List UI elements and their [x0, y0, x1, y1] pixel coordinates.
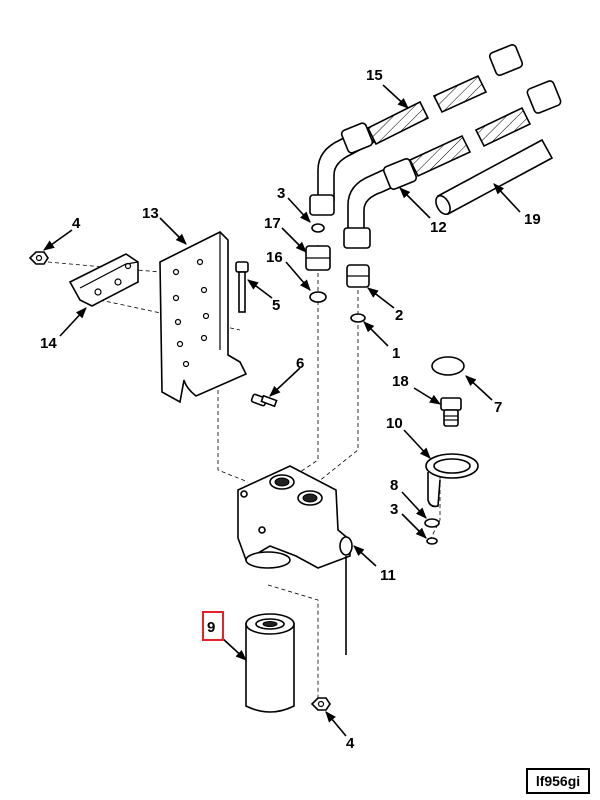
orings-8-3-part [424, 518, 440, 545]
callout-10: 10 [386, 415, 403, 432]
callout-2: 2 [395, 307, 403, 324]
callout-5: 5 [272, 297, 280, 314]
callout-11: 11 [380, 567, 396, 584]
assembly-centerlines [47, 245, 441, 700]
callout-17: 17 [264, 215, 281, 232]
bracket-13-part [159, 231, 248, 404]
bolt-5-part [235, 261, 249, 313]
callout-9-highlight-box [202, 611, 224, 641]
adapter-10-part [425, 453, 479, 508]
callout-labels: 15 3 17 4 13 16 5 2 14 1 12 19 6 18 7 10… [40, 67, 541, 752]
callout-14: 14 [40, 335, 57, 352]
bracket-14-part [68, 253, 139, 307]
fitting-18-part [440, 397, 462, 427]
drawing-code-label: lf956gi [526, 768, 590, 794]
nut-4-top-part [28, 251, 49, 265]
callout-8: 8 [390, 477, 398, 494]
hose-12-part [343, 80, 562, 249]
callout-6: 6 [296, 355, 304, 372]
filter-head-11-part [237, 465, 353, 655]
filter-element-9-part [245, 613, 295, 713]
callout-leaders [43, 84, 521, 737]
callout-3-bottom: 3 [390, 501, 398, 518]
oring-7-part [431, 356, 465, 376]
bolt-6-part [250, 393, 278, 408]
callout-18: 18 [392, 373, 409, 390]
callout-4-top: 4 [72, 215, 81, 232]
callout-7: 7 [494, 399, 502, 416]
callout-3-top: 3 [277, 185, 285, 202]
hose-15-part [309, 44, 524, 216]
callout-4-bottom: 4 [346, 735, 355, 752]
callout-16: 16 [266, 249, 283, 266]
callout-19: 19 [524, 211, 541, 228]
callout-9: 9 [207, 619, 215, 636]
sleeve-19-part [435, 138, 554, 216]
callout-12: 12 [430, 219, 447, 236]
nut-4-bottom-part [310, 697, 331, 711]
fittings-column [305, 223, 370, 323]
callout-1: 1 [392, 345, 400, 362]
callout-13: 13 [142, 205, 159, 222]
callout-15: 15 [366, 67, 383, 84]
